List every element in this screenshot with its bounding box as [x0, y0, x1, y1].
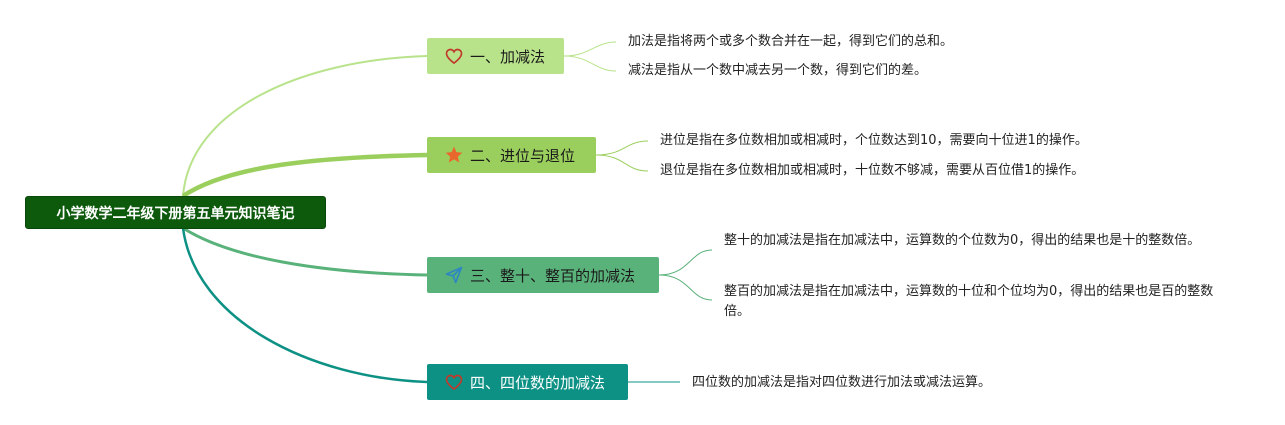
- branch-topic-4[interactable]: 四、四位数的加减法: [427, 364, 628, 400]
- branch-topic-3-label: 三、整十、整百的加减法: [470, 266, 636, 285]
- branch-topic-2[interactable]: 二、进位与退位: [427, 137, 596, 173]
- link-branch-2-leaf-1: [595, 140, 649, 156]
- branch-topic-4-label: 四、四位数的加减法: [470, 373, 606, 392]
- branch-topic-1[interactable]: 一、加减法: [427, 38, 564, 74]
- branch-topic-3[interactable]: 三、整十、整百的加减法: [427, 257, 659, 293]
- leaf-1-1[interactable]: 加法是指将两个或多个数合并在一起，得到它们的总和。: [628, 34, 954, 49]
- link-root-branch-1: [182, 55, 428, 197]
- link-branch-2-leaf-2: [595, 154, 649, 172]
- link-root-branch-2: [181, 152, 428, 198]
- branch-topic-2-label: 二、进位与退位: [470, 146, 576, 165]
- leaf-4-1[interactable]: 四位数的加减法是指对四位数进行加法或减法运算。: [692, 375, 992, 390]
- leaf-2-2[interactable]: 退位是指在多位数相加或相减时，十位数不够减，需要从百位借1的操作。: [660, 163, 1085, 178]
- branch-topic-1-label: 一、加减法: [470, 47, 546, 66]
- paper-plane-icon: [444, 265, 464, 285]
- root-topic-label: 小学数学二年级下册第五单元知识笔记: [56, 205, 295, 222]
- heart-icon: [444, 372, 464, 392]
- leaf-3-1[interactable]: 整十的加减法是指在加减法中，运算数的个位数为0，得出的结果也是十的整数倍。: [724, 233, 1201, 248]
- link-branch-3-leaf-1: [658, 249, 713, 276]
- leaf-2-1[interactable]: 进位是指在多位数相加或相减时，个位数达到10，需要向十位进1的操作。: [660, 133, 1088, 148]
- link-branch-1-leaf-2: [563, 55, 617, 72]
- leaf-1-2[interactable]: 减法是指从一个数中减去另一个数，得到它们的差。: [628, 63, 928, 78]
- link-root-branch-3: [182, 226, 428, 277]
- leaf-3-2[interactable]: 整百的加减法是指在加减法中，运算数的十位和个位均为0，得出的结果也是百的整数倍。: [724, 284, 1214, 319]
- heart-icon: [444, 46, 464, 66]
- star-icon: [444, 145, 464, 165]
- link-root-branch-4: [181, 227, 428, 384]
- link-branch-1-leaf-1: [563, 41, 617, 57]
- root-topic[interactable]: 小学数学二年级下册第五单元知识笔记: [25, 196, 326, 229]
- link-branch-3-leaf-2: [658, 274, 713, 301]
